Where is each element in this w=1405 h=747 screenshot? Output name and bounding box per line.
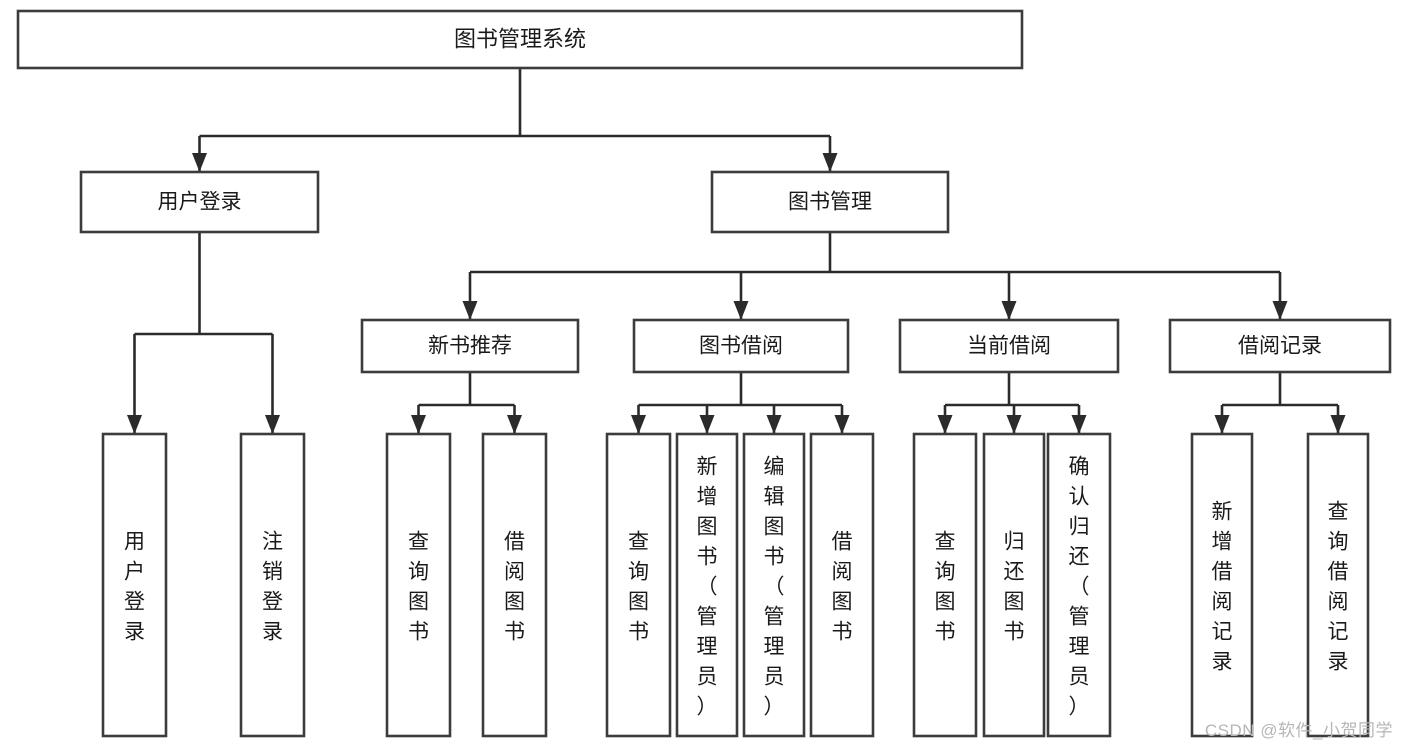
node-leaf-return[interactable]: 归还图书 (982, 432, 1046, 738)
node-box-leaf-user-login (101, 432, 168, 738)
node-current-borrow[interactable]: 当前借阅 (898, 318, 1120, 374)
arrow-head-icon (1272, 301, 1288, 320)
node-label-leaf-return: 归还图书 (1004, 530, 1025, 643)
node-book-manage[interactable]: 图书管理 (710, 170, 950, 234)
node-leaf-add-book[interactable]: 新增图书（管理员） (675, 432, 739, 738)
node-box-user-login (79, 170, 320, 234)
node-label-leaf-query-rec: 查询借阅记录 (1328, 500, 1349, 673)
arrow-head-icon (822, 153, 838, 172)
node-box-leaf-query-rec (1306, 432, 1370, 738)
arrow-head-icon (507, 415, 522, 434)
arrow-head-icon (834, 415, 850, 434)
node-label-current-borrow: 当前借阅 (967, 335, 1051, 358)
node-leaf-add-rec[interactable]: 新增借阅记录 (1190, 432, 1254, 738)
node-label-leaf-confirm: 确认归还（管理员） (1069, 455, 1090, 718)
node-box-leaf-add-rec (1190, 432, 1254, 738)
node-leaf-edit-book[interactable]: 编辑图书（管理员） (742, 432, 806, 738)
arrow-head-icon (631, 415, 646, 434)
node-leaf-confirm[interactable]: 确认归还（管理员） (1046, 432, 1112, 738)
node-label-leaf-query-1: 查询图书 (408, 530, 429, 643)
node-leaf-borrow-2[interactable]: 借阅图书 (809, 432, 875, 738)
node-label-book-borrow: 图书借阅 (699, 335, 783, 358)
node-leaf-query-rec[interactable]: 查询借阅记录 (1306, 432, 1370, 738)
node-root[interactable]: 图书管理系统 (16, 9, 1024, 70)
node-box-leaf-query-3 (912, 432, 978, 738)
node-box-leaf-return (982, 432, 1046, 738)
node-new-book-rec[interactable]: 新书推荐 (360, 318, 580, 374)
arrow-head-icon (1071, 415, 1087, 434)
node-box-leaf-borrow-2 (809, 432, 875, 738)
node-box-leaf-add-book (675, 432, 739, 738)
node-layer: 图书管理系统用户登录图书管理新书推荐图书借阅当前借阅借阅记录用户登录注销登录查询… (16, 9, 1392, 738)
arrow-head-icon (192, 153, 207, 172)
node-leaf-logout[interactable]: 注销登录 (239, 432, 306, 738)
node-leaf-query-1[interactable]: 查询图书 (385, 432, 452, 738)
node-label-leaf-add-rec: 新增借阅记录 (1212, 500, 1233, 673)
node-box-book-manage (710, 170, 950, 234)
node-box-leaf-logout (239, 432, 306, 738)
arrow-head-icon (265, 415, 280, 434)
arrow-head-icon (411, 415, 426, 434)
node-box-leaf-query-2 (605, 432, 672, 738)
node-label-leaf-query-2: 查询图书 (628, 530, 649, 643)
watermark-label: CSDN @软件_小贺同学 (1204, 721, 1393, 740)
node-label-leaf-query-3: 查询图书 (935, 530, 956, 643)
node-leaf-query-2[interactable]: 查询图书 (605, 432, 672, 738)
node-label-user-login: 用户登录 (158, 191, 242, 214)
node-leaf-user-login[interactable]: 用户登录 (101, 432, 168, 738)
node-box-leaf-borrow-1 (481, 432, 548, 738)
node-label-root: 图书管理系统 (454, 26, 586, 51)
arrow-head-icon (937, 415, 953, 434)
node-label-leaf-edit-book: 编辑图书（管理员） (764, 455, 785, 718)
node-box-leaf-confirm (1046, 432, 1112, 738)
node-box-leaf-edit-book (742, 432, 806, 738)
node-label-new-book-rec: 新书推荐 (428, 335, 512, 358)
arrow-head-icon (1330, 415, 1346, 434)
node-box-current-borrow (898, 318, 1120, 374)
arrow-head-icon (733, 301, 749, 320)
arrow-head-icon (1214, 415, 1230, 434)
node-label-book-manage: 图书管理 (788, 191, 872, 214)
arrow-head-icon (127, 415, 142, 434)
node-box-root (16, 9, 1024, 70)
arrow-head-icon (766, 415, 782, 434)
node-label-leaf-borrow-1: 借阅图书 (504, 530, 525, 643)
arrow-head-icon (462, 301, 478, 320)
node-borrow-record[interactable]: 借阅记录 (1168, 318, 1392, 374)
edge-layer (127, 68, 1346, 434)
arrow-head-icon (1001, 301, 1017, 320)
node-label-borrow-record: 借阅记录 (1238, 335, 1322, 358)
node-label-leaf-user-login: 用户登录 (124, 530, 145, 643)
node-box-book-borrow (632, 318, 850, 374)
node-label-leaf-logout: 注销登录 (262, 530, 283, 643)
node-box-new-book-rec (360, 318, 580, 374)
node-book-borrow[interactable]: 图书借阅 (632, 318, 850, 374)
node-leaf-query-3[interactable]: 查询图书 (912, 432, 978, 738)
node-label-leaf-add-book: 新增图书（管理员） (697, 455, 718, 718)
node-box-leaf-query-1 (385, 432, 452, 738)
node-leaf-borrow-1[interactable]: 借阅图书 (481, 432, 548, 738)
arrow-head-icon (1006, 415, 1022, 434)
node-label-leaf-borrow-2: 借阅图书 (832, 530, 853, 643)
arrow-head-icon (699, 415, 715, 434)
node-box-borrow-record (1168, 318, 1392, 374)
node-user-login[interactable]: 用户登录 (79, 170, 320, 234)
